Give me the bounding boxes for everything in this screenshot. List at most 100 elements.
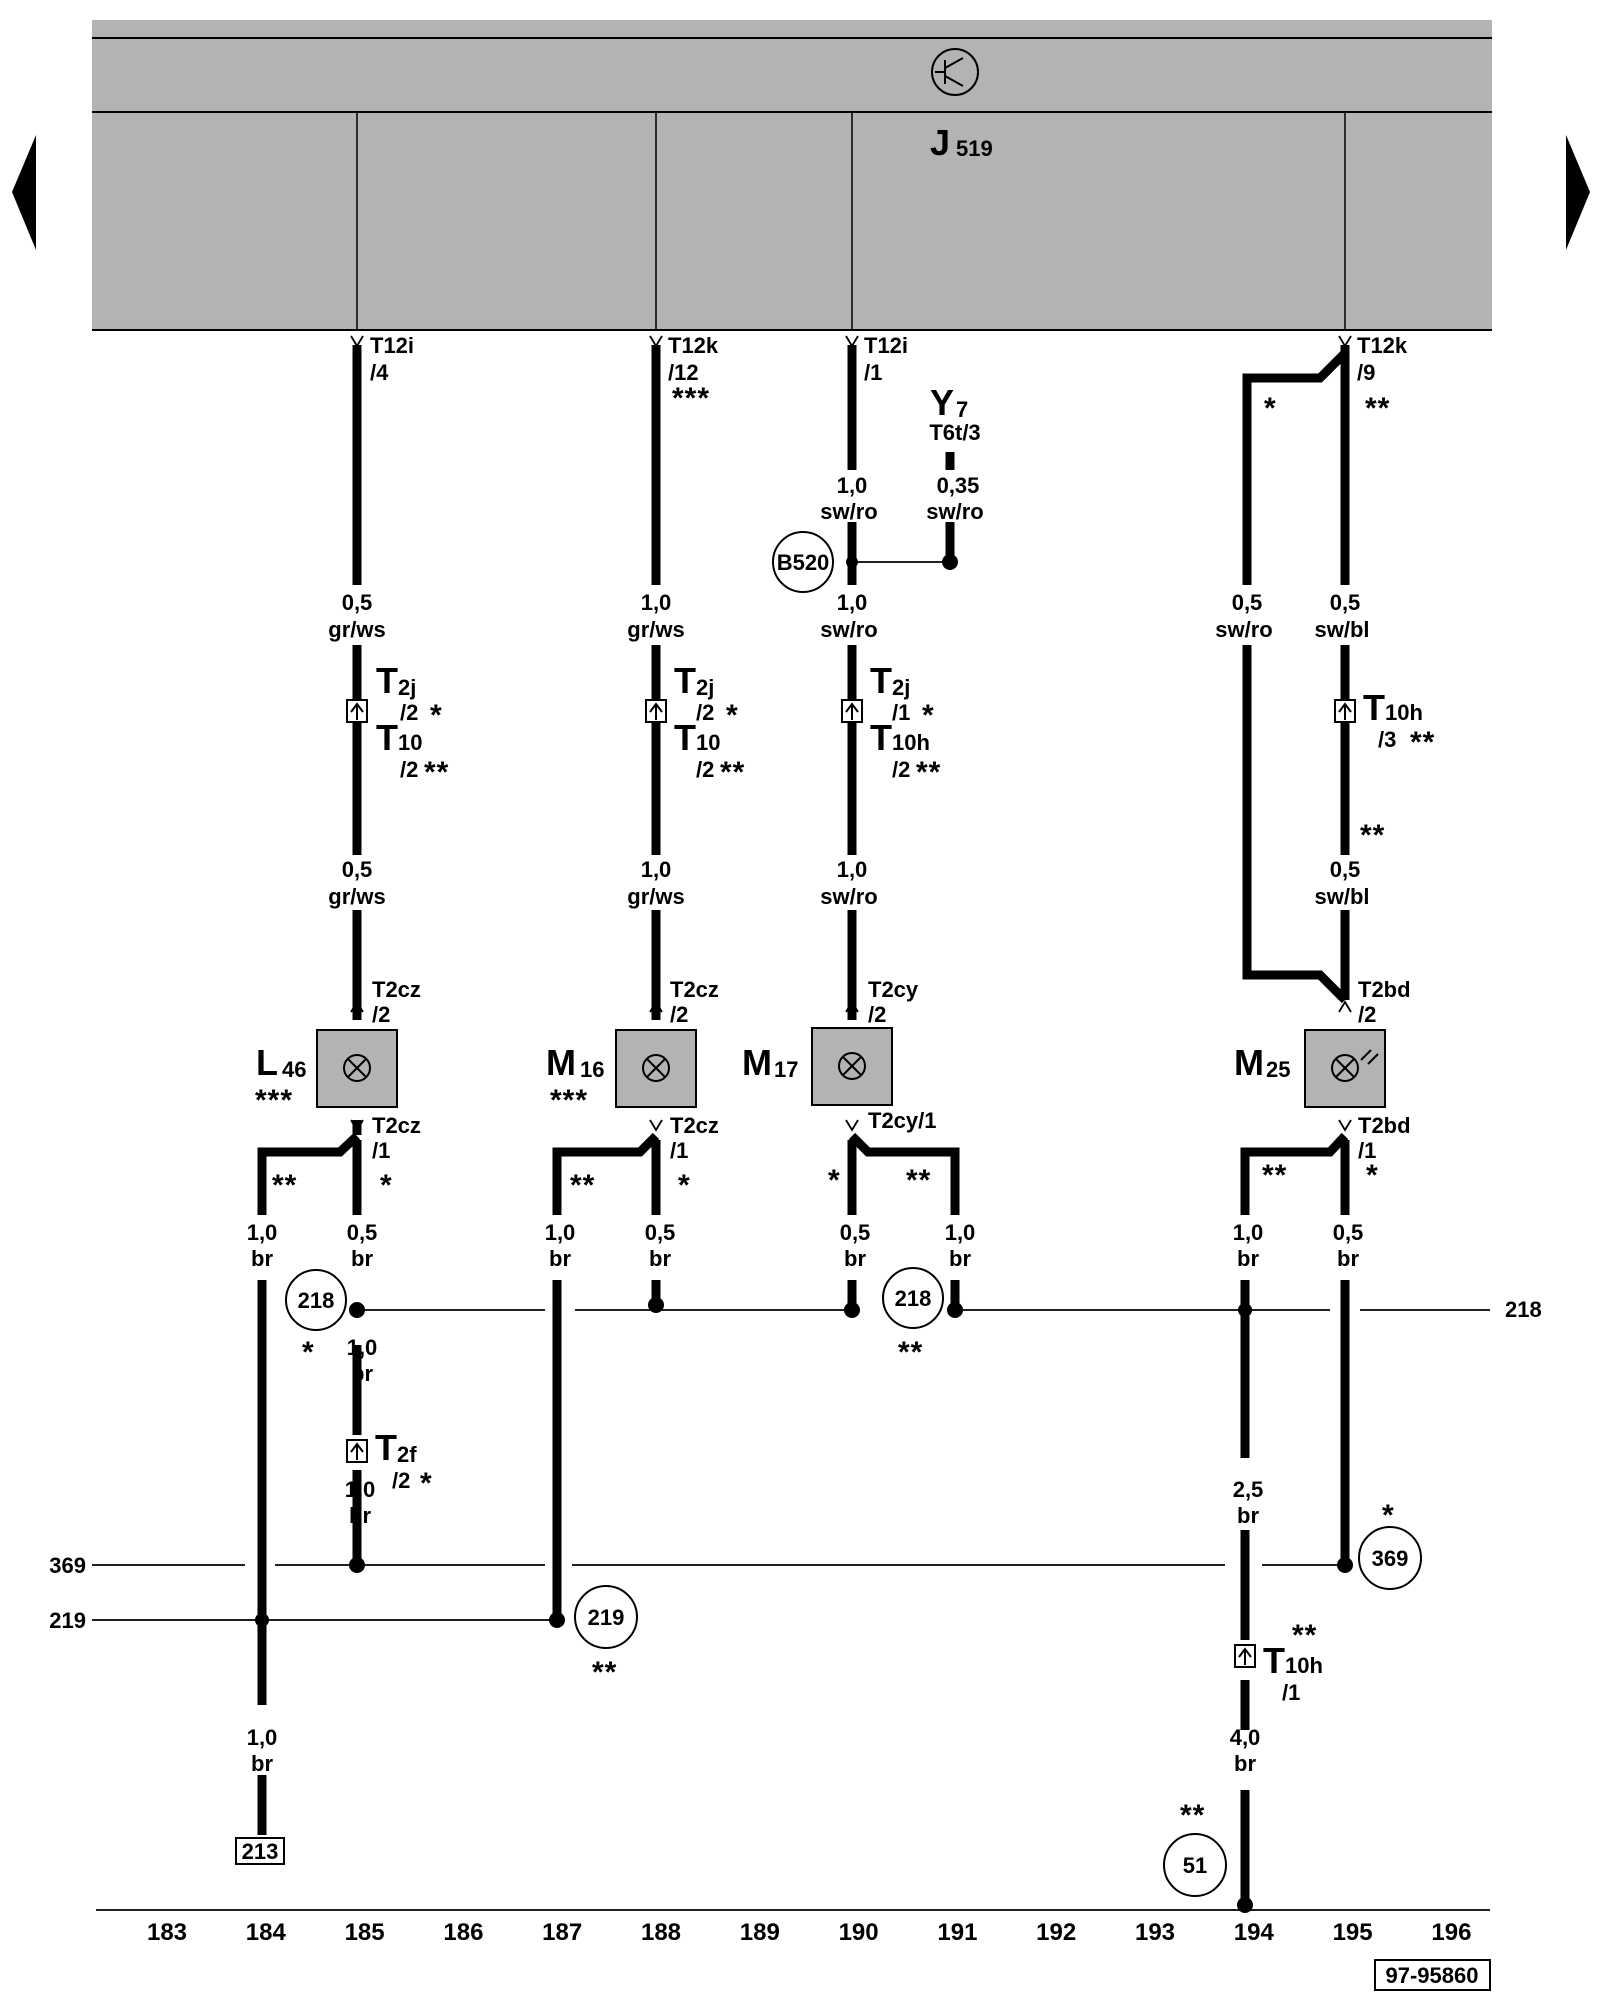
- wire-color: sw/ro: [1215, 617, 1272, 642]
- connector-pin: /1: [1282, 1680, 1300, 1705]
- wire-color: sw/ro: [926, 499, 983, 524]
- wire-color: br: [649, 1246, 671, 1271]
- wire-color: sw/ro: [820, 617, 877, 642]
- variant-star: *: [302, 1336, 315, 1369]
- connector-sub: 10: [398, 730, 422, 755]
- variant-star: **: [1292, 1619, 1317, 1652]
- wire-size: 1,0: [641, 590, 672, 615]
- bus-lines: [92, 561, 1490, 1911]
- connector-sub: 10h: [892, 730, 930, 755]
- variant-star: *: [828, 1164, 841, 1197]
- pin-label: /12: [668, 360, 699, 385]
- lamp-m25: [1304, 1029, 1386, 1108]
- wire-size: 0,5: [840, 1220, 871, 1245]
- prev-page-arrow[interactable]: [12, 135, 36, 250]
- connector-pin: /3: [1378, 727, 1396, 752]
- track-number: 186: [443, 1919, 483, 1946]
- connector-sub: 2j: [892, 675, 910, 700]
- variant-star: *: [678, 1169, 691, 1202]
- bus-reference-369: 369: [49, 1553, 86, 1578]
- wire-color: gr/ws: [627, 617, 684, 642]
- lamp-icon: [838, 1052, 866, 1080]
- control-unit-name: J: [930, 122, 950, 163]
- track-number: 188: [641, 1919, 681, 1946]
- variant-star: **: [1262, 1159, 1287, 1192]
- connector-sub: 2j: [696, 675, 714, 700]
- connector-name: T: [870, 717, 892, 758]
- wire-size: 1,0: [1233, 1220, 1264, 1245]
- connector-icon: [645, 699, 667, 723]
- variant-star: **: [592, 1656, 617, 1689]
- labels: T12i /4 0,5 gr/ws T 2j /2 * T 10 /2 ** 0…: [49, 333, 1541, 1988]
- reference-shapes: [235, 531, 1491, 1991]
- wire-color: sw/ro: [820, 499, 877, 524]
- reference-number: 219: [588, 1605, 625, 1630]
- connector-pin: /2: [696, 700, 714, 725]
- wire-color: gr/ws: [627, 884, 684, 909]
- pin-label: T2cz: [372, 977, 421, 1002]
- control-unit-sub: 519: [956, 136, 993, 161]
- wire-size: 1,0: [545, 1220, 576, 1245]
- connector-name: T: [1363, 687, 1385, 728]
- variant-star: **: [424, 756, 449, 789]
- connector-sub: 10h: [1385, 700, 1423, 725]
- reference-number: 369: [1372, 1546, 1409, 1571]
- track-number: 184: [246, 1919, 287, 1946]
- connector-name: T: [375, 1427, 397, 1468]
- track-number: 190: [839, 1919, 879, 1946]
- pin-label: T12i: [864, 333, 908, 358]
- wire-size: 0,5: [645, 1220, 676, 1245]
- wire-color: br: [1237, 1503, 1259, 1528]
- variant-star: ***: [255, 1084, 293, 1117]
- track-number: 193: [1135, 1919, 1175, 1946]
- reference-number: B520: [777, 550, 830, 575]
- pin-label: /1: [1358, 1138, 1376, 1163]
- variant-star: **: [1410, 726, 1435, 759]
- wire-color: br: [949, 1246, 971, 1271]
- variant-star: ***: [672, 382, 710, 415]
- variant-star: ***: [550, 1084, 588, 1117]
- track-number: 187: [542, 1919, 582, 1946]
- connector-sub: 2f: [397, 1442, 417, 1467]
- component-name: M: [1234, 1042, 1264, 1083]
- wire-color: br: [549, 1246, 571, 1271]
- wire-color: sw/ro: [820, 884, 877, 909]
- pin-label: T12k: [668, 333, 719, 358]
- led-lamp-icon: [1331, 1049, 1379, 1082]
- track-number: 196: [1431, 1919, 1471, 1946]
- track-number: 194: [1234, 1919, 1275, 1946]
- connector-name: T: [376, 717, 398, 758]
- connector-icon: [346, 699, 368, 723]
- connector-pin: /2: [400, 757, 418, 782]
- variant-star: **: [570, 1169, 595, 1202]
- track-number: 189: [740, 1919, 780, 1946]
- component-sub: 16: [580, 1057, 604, 1082]
- wire-size: 0,35: [937, 473, 980, 498]
- pin-label: T12i: [370, 333, 414, 358]
- control-unit-j519: J 519: [92, 20, 1492, 331]
- wire-size: 1,0: [247, 1220, 278, 1245]
- wire-color: br: [251, 1751, 273, 1776]
- variant-star: **: [1365, 392, 1390, 425]
- next-page-arrow[interactable]: [1566, 135, 1590, 250]
- variant-star: *: [420, 1467, 433, 1500]
- connector-sub: 10: [696, 730, 720, 755]
- wire-size: 0,5: [347, 1220, 378, 1245]
- wire-color: br: [1234, 1751, 1256, 1776]
- wire-color: br: [1237, 1246, 1259, 1271]
- wire-size: 2,5: [1233, 1477, 1264, 1502]
- wire-size: 0,5: [342, 857, 373, 882]
- pin-label: T2cz: [670, 1113, 719, 1138]
- wire-size: 0,5: [1232, 590, 1263, 615]
- pin-label: /2: [868, 1002, 886, 1027]
- pin-label: /1: [372, 1138, 390, 1163]
- pin-label: /2: [670, 1002, 688, 1027]
- pin-label: T2cy/1: [868, 1108, 937, 1133]
- lamp-m17: [811, 1027, 893, 1106]
- component-boxes: [316, 1027, 1386, 1108]
- wire-size: 1,0: [837, 473, 868, 498]
- variant-star: **: [906, 1164, 931, 1197]
- wire-size: 0,5: [342, 590, 373, 615]
- variant-star: **: [898, 1336, 923, 1369]
